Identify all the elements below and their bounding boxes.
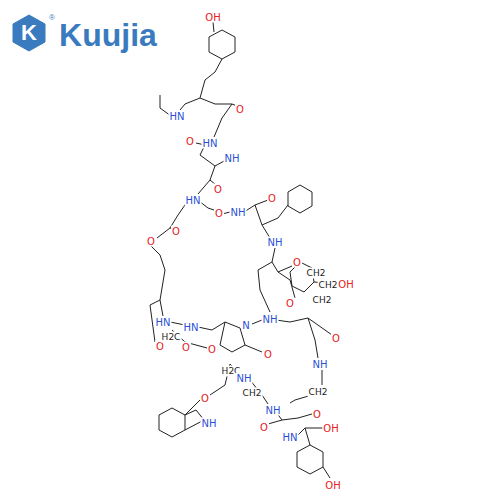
atom-label: CH2	[242, 388, 263, 399]
atom-label: HN	[155, 317, 172, 328]
logo-text: ®	[49, 13, 55, 22]
atom-label: HN	[202, 138, 219, 149]
indole-benzene	[159, 408, 185, 437]
atom-label: O	[312, 409, 322, 420]
atom-label: HN	[169, 111, 186, 122]
atom-label: CH2	[306, 268, 327, 279]
ring-bond	[151, 246, 165, 316]
atom-label: O	[285, 298, 295, 309]
atom-label: O	[207, 344, 217, 355]
atom-label: O	[267, 193, 277, 204]
bond	[323, 467, 330, 478]
phenol-ring	[297, 445, 323, 474]
ring-bond	[278, 272, 295, 298]
atom-label: O	[171, 226, 181, 237]
ring-bond	[258, 262, 272, 312]
ring-bond	[272, 248, 292, 272]
atom-label: NH	[236, 373, 253, 384]
ring-bond	[255, 205, 270, 238]
bond	[276, 318, 332, 335]
ring-bond	[198, 322, 240, 330]
logo-text: K	[21, 20, 37, 46]
atom-label: H2C	[161, 332, 182, 343]
atom-label: O	[259, 422, 269, 433]
atom-label: NH	[265, 405, 282, 416]
atom-label: NH	[262, 314, 279, 325]
atom-label: CH2	[308, 387, 329, 398]
atom-label: NH	[230, 207, 247, 218]
ring-bond	[252, 320, 262, 324]
bond	[282, 414, 312, 420]
atom-label: O	[214, 208, 224, 219]
bond	[213, 22, 214, 32]
ring-bond	[157, 202, 187, 238]
ring-bond	[240, 328, 262, 352]
atom-label: NH	[201, 418, 218, 429]
bond	[210, 166, 216, 185]
atom-label: O	[331, 333, 341, 344]
atom-label: HN	[282, 432, 299, 443]
atom-label: N	[241, 320, 250, 331]
atom-label: O	[181, 342, 191, 353]
atom-label: O	[235, 104, 245, 115]
atom-label: CH2	[318, 280, 339, 291]
atom-label: NH	[312, 359, 329, 370]
atom-label: OH	[324, 480, 341, 491]
benzene-ring	[288, 185, 312, 213]
phenol-ring	[209, 30, 235, 59]
logo-hexagon	[13, 15, 45, 51]
atom-label: O	[213, 184, 223, 195]
atom-label: OH	[204, 12, 221, 23]
atom-label: O	[263, 349, 273, 360]
atom-label: HN	[183, 322, 200, 333]
atom-label: O	[185, 136, 195, 147]
bond	[214, 104, 232, 137]
ring-bond	[262, 205, 288, 225]
atom-label: O	[292, 257, 302, 268]
bond	[305, 428, 310, 445]
bond	[308, 318, 318, 358]
atom-label: HN	[185, 195, 202, 206]
logo-text: Kuujia	[59, 17, 157, 54]
ring-bond	[244, 200, 268, 212]
bond	[180, 59, 222, 110]
atom-label: CH2	[312, 295, 333, 306]
bond	[198, 180, 210, 194]
atom-label: OH	[322, 423, 339, 434]
bond	[296, 428, 323, 437]
atom-label: NH	[267, 237, 284, 248]
atom-label: O	[200, 393, 210, 404]
bond	[322, 370, 323, 385]
atom-label: O	[146, 236, 156, 247]
atom-label: OH	[337, 279, 354, 290]
atom-label: NH	[224, 153, 241, 164]
